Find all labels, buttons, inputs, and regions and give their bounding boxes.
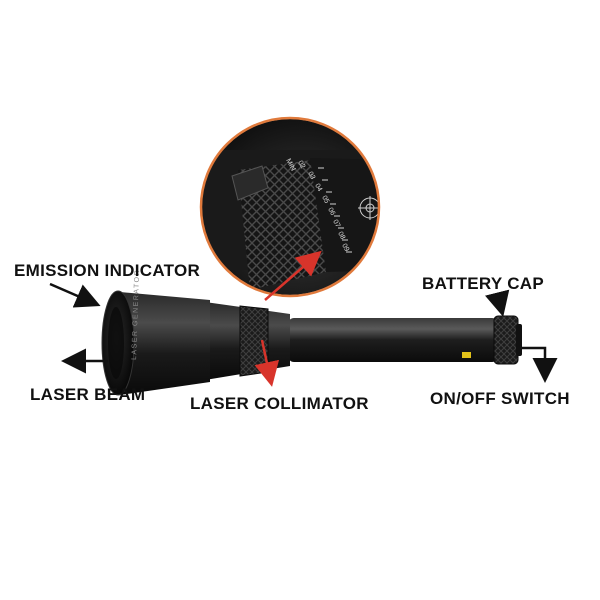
switch-arrow: [520, 346, 558, 383]
collimator-ring: [239, 305, 269, 377]
svg-text:07: 07: [331, 219, 341, 229]
emission-indicator-arrow: [49, 282, 101, 308]
collimator-arrow: [254, 339, 280, 387]
zoom-scale: MIN 02 03 04 05 06 07 08 09: [284, 158, 350, 253]
head-engraving: LASER GENERATOR: [131, 269, 141, 360]
on-off-switch-label: ON/OFF SWITCH: [430, 389, 570, 408]
warning-sticker: [462, 352, 471, 358]
svg-text:08: 08: [336, 231, 346, 241]
svg-text:09: 09: [340, 243, 350, 253]
crosshair-emblem-icon: [358, 196, 378, 220]
battery-cap-arrow: [485, 289, 510, 317]
zoom-callout: MIN 02 03 04 05 06 07 08 09: [199, 116, 381, 298]
svg-text:03: 03: [306, 171, 316, 181]
svg-text:06: 06: [326, 207, 336, 217]
zoom-pointer-arrow: [264, 250, 322, 301]
svg-text:05: 05: [320, 195, 330, 205]
laser-collimator-label: LASER COLLIMATOR: [190, 394, 369, 413]
svg-text:04: 04: [313, 183, 323, 193]
battery-cap-label: BATTERY CAP: [422, 274, 544, 293]
svg-text:02: 02: [296, 160, 306, 170]
emission-indicator-label: EMISSION INDICATOR: [14, 261, 201, 280]
battery-cap: [493, 315, 522, 365]
laser-beam-label: LASER BEAM: [30, 385, 146, 404]
